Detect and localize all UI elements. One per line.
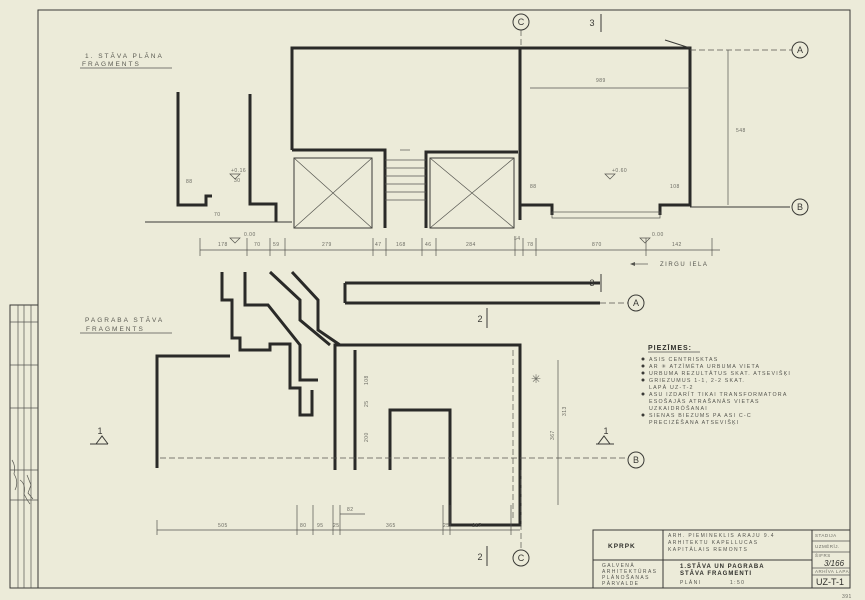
notes: PIEZĪMES: ASIS CENTRISKTAS AR ✳ ATZĪMĒTA… <box>641 344 791 426</box>
dim-label: 88 <box>530 184 537 190</box>
authority-line: GALVENĀ <box>602 562 635 569</box>
axis-b-label: B <box>797 202 803 212</box>
project-line: ARHITEKTU KAPELLUCAS <box>668 540 759 546</box>
note-item: LAPĀ UZ-T-2 <box>649 384 694 391</box>
section-2-label: 2 <box>477 314 482 324</box>
note-item: URBUMA REZULTĀTUS SKAT. ATSEVIŠĶI <box>649 370 791 377</box>
dim-label: 108 <box>670 184 680 190</box>
dim-label: 367 <box>550 430 556 440</box>
axis-c-label: C <box>518 17 525 27</box>
plans-label: PLĀNI <box>680 579 701 586</box>
note-item: SIENAS BIEZUMS PA ASI C-C <box>649 413 752 419</box>
dim-label: 70 <box>214 212 221 218</box>
axis-markers: C A B A B C <box>512 13 809 567</box>
section-3-label: 3 <box>589 278 594 288</box>
section-3-label: 3 <box>589 18 594 28</box>
dim-label: 548 <box>736 128 746 134</box>
dim-label: 108 <box>364 375 370 385</box>
stage-value: UZMĒRĪJ. <box>815 543 840 549</box>
dim-label: 25 <box>443 523 450 529</box>
signature <box>11 459 34 505</box>
dim-label: 142 <box>672 242 682 248</box>
note-item: ASIS CENTRISKTAS <box>649 357 718 363</box>
left-stamp-strip <box>9 304 39 589</box>
dim-label: 47 <box>375 242 382 248</box>
note-item: ESOŠAJĀS ATRAŠANĀS VIETAS <box>649 398 760 405</box>
dim-label: 989 <box>596 78 606 84</box>
dim-label: 70 <box>254 242 261 248</box>
section-2-label: 2 <box>477 552 482 562</box>
level-mark: 0.00 <box>244 232 256 238</box>
sheet-border <box>37 9 851 589</box>
note-item: PRECIZĒŠANA ATSEVIŠĶI <box>649 419 739 426</box>
level-mark: +0.60 <box>612 168 627 174</box>
project-line: ARH. PIEMINEKLIS ARAJU 9.4 <box>668 533 775 539</box>
dim-label: 313 <box>562 406 568 416</box>
street-label: ZIRGU IELA <box>660 262 708 268</box>
dim-label: 25 <box>333 523 340 529</box>
first-floor-plan: 1. STĀVA PLĀNA FRAGMENTS 989 548 88 30 7… <box>80 39 790 268</box>
basement-plan: PAGRABA STĀVA FRAGMENTS ✳ 108 25 200 313… <box>80 270 625 535</box>
dim-label: 365 <box>386 523 396 529</box>
dim-label: 46 <box>425 242 432 248</box>
org-name: KPRPK <box>608 543 636 550</box>
dim-label: 279 <box>322 242 332 248</box>
dim-label: 168 <box>396 242 406 248</box>
sheet-label: ARHĪVA LAPA <box>815 568 849 574</box>
axis-b-label: B <box>633 455 639 465</box>
note-item: GRIEZUMUS 1-1, 2-2 SKAT. <box>649 378 745 384</box>
borehole-mark: ✳ <box>531 372 542 386</box>
dim-label: 88 <box>186 179 193 185</box>
axis-a-label: A <box>633 298 639 308</box>
code-value: 3/166 <box>824 559 845 568</box>
project-line: KAPITĀLAIS REMONTS <box>668 546 748 553</box>
plan-title: 1. STĀVA PLĀNA <box>85 52 164 60</box>
dim-label: 870 <box>592 242 602 248</box>
notes-title: PIEZĪMES: <box>648 344 692 352</box>
dim-label: 80 <box>300 523 307 529</box>
level-mark: +0.16 <box>231 168 246 174</box>
scale-label: 1:50 <box>730 580 745 586</box>
archive-number: 391 <box>842 594 852 600</box>
note-item: AR ✳ ATZĪMĒTA URBUMA VIETA <box>649 363 760 370</box>
dim-label: 54 <box>514 236 521 242</box>
dim-label: 30 <box>234 178 241 184</box>
plan-subtitle: FRAGMENTS <box>82 61 141 68</box>
dim-label: 95 <box>317 523 324 529</box>
axis-c-label: C <box>518 553 525 563</box>
dim-label: 59 <box>273 242 280 248</box>
authority-line: ARHITEKTŪRAS <box>602 568 657 575</box>
note-item: ASU IZDARĪT TIKAI TRANSFORMATORA <box>649 391 788 398</box>
section-1-label: 1 <box>603 426 608 436</box>
dim-label: 217 <box>472 523 482 529</box>
level-mark: 0.00 <box>652 232 664 238</box>
dim-label: 82 <box>347 507 354 513</box>
sheet-number: UZ-T-1 <box>816 577 844 587</box>
code-label: ŠIFRS <box>815 552 831 558</box>
authority-line: PĀRVALDE <box>602 580 639 587</box>
basement-title: PAGRABA STĀVA <box>85 316 164 324</box>
basement-subtitle: FRAGMENTS <box>86 326 145 333</box>
stage-label: STADIJA <box>815 533 837 538</box>
dim-label: 505 <box>218 523 228 529</box>
dim-label: 200 <box>364 432 370 442</box>
note-item: UZKAIDRŌŠANAI <box>649 405 708 412</box>
dim-label: 78 <box>527 242 534 248</box>
section-marks: 3 3 2 2 1 1 <box>90 14 614 566</box>
title-block: KPRPK ARH. PIEMINEKLIS ARAJU 9.4 ARHITEK… <box>592 529 852 600</box>
authority-line: PLĀNOŠANAS <box>602 574 650 581</box>
dim-label: 25 <box>364 400 370 407</box>
sheet-title: 1.STĀVA UN PAGRABA <box>680 563 765 570</box>
sheet-title: STĀVA FRAGMENTI <box>680 570 752 577</box>
dim-label: 284 <box>466 242 476 248</box>
dim-label: 178 <box>218 242 228 248</box>
axis-a-label: A <box>797 45 803 55</box>
section-1-label: 1 <box>97 426 102 436</box>
